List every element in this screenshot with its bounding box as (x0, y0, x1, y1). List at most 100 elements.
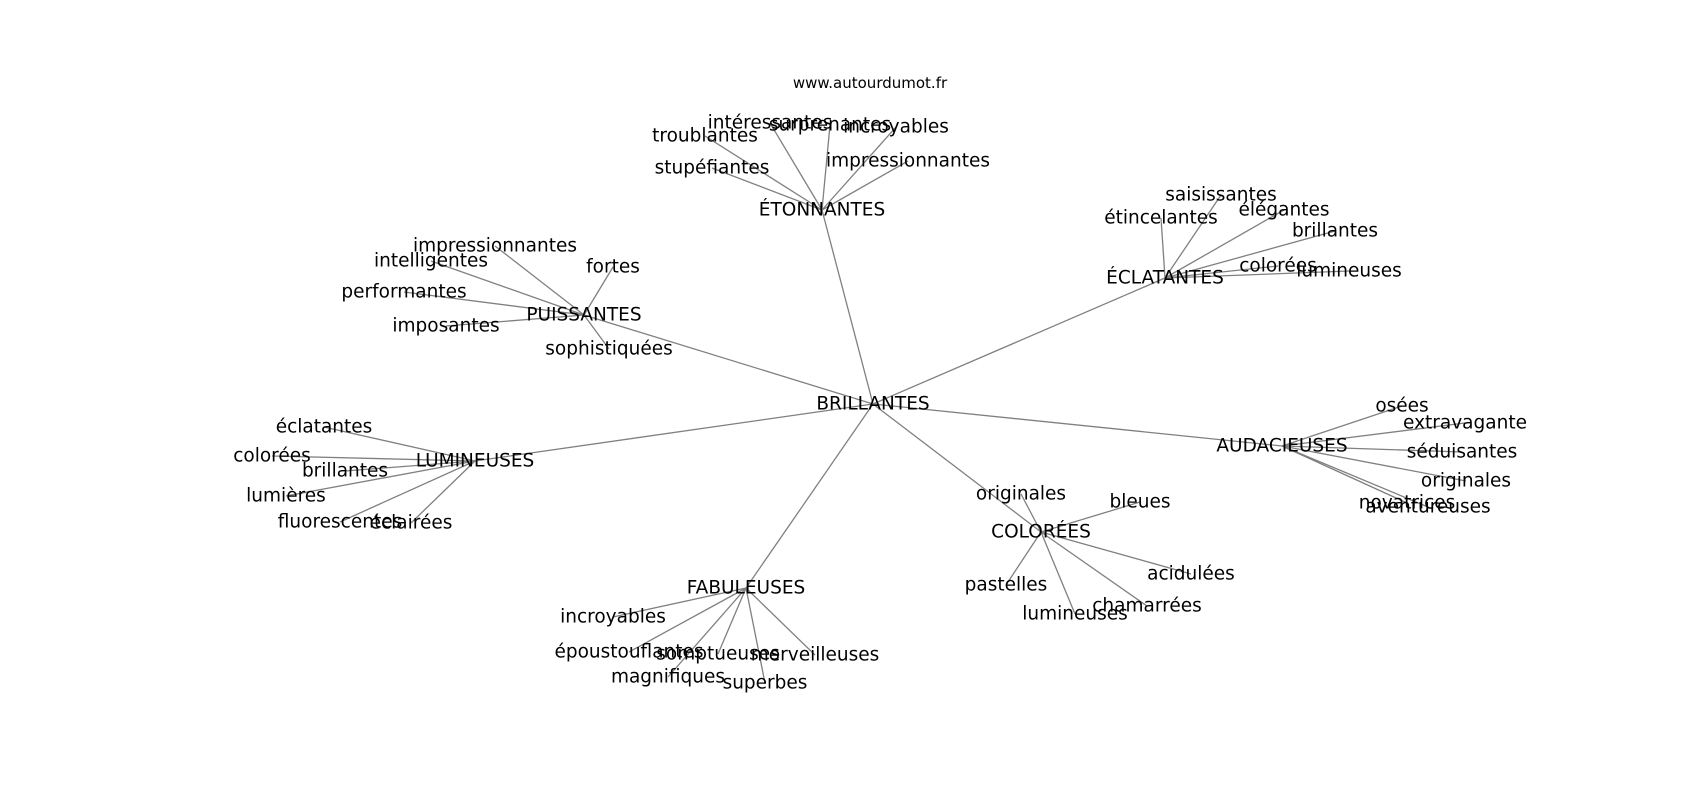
edge-puissantes-2 (583, 266, 614, 316)
edge-audacieuses-3 (1281, 445, 1467, 482)
group-word-eclatantes[interactable]: ÉCLATANTES (1106, 267, 1224, 289)
edge-fabuleuses-0 (612, 587, 747, 618)
edge-root-lumineuses (474, 403, 874, 462)
edge-audacieuses-4 (1281, 445, 1408, 504)
edge-lumineuses-1 (271, 455, 476, 462)
labels-layer: BRILLANTES ÉTONNANTES intéressantessurpren… (233, 113, 1527, 694)
leaf-word-puissantes-5[interactable]: sophistiquées (545, 339, 672, 360)
edge-fabuleuses-4 (667, 587, 747, 678)
edge-etonnantes-4 (711, 167, 823, 211)
edge-root-etonnantes (821, 209, 874, 405)
edge-lumineuses-4 (339, 460, 476, 523)
edge-puissantes-3 (403, 291, 585, 316)
edge-puissantes-0 (494, 245, 585, 316)
edge-eclatantes-2 (1164, 209, 1285, 279)
leaf-word-eclatantes-2[interactable]: élégantes (1239, 200, 1330, 221)
leaf-word-puissantes-3[interactable]: performantes (341, 282, 466, 303)
edge-audacieuses-0 (1281, 405, 1403, 447)
group-word-lumineuses[interactable]: LUMINEUSES (416, 451, 535, 472)
group-word-fabuleuses[interactable]: FABULEUSES (687, 578, 806, 599)
leaf-word-etonnantes-1[interactable]: surprenantes (769, 115, 891, 136)
edge-colorees-3 (1005, 531, 1042, 586)
leaf-word-lumineuses-0[interactable]: éclatantes (276, 417, 373, 438)
leaf-word-fabuleuses-3[interactable]: merveilleuses (751, 645, 880, 666)
edge-root-fabuleuses (745, 403, 874, 589)
edge-fabuleuses-1 (628, 587, 747, 653)
leaf-word-lumineuses-1[interactable]: colorées (233, 446, 311, 467)
edge-lumineuses-0 (323, 426, 476, 462)
edge-etonnantes-3 (704, 135, 823, 211)
edge-eclatantes-1 (1160, 217, 1166, 279)
leaf-word-lumineuses-5[interactable]: éclairées (370, 513, 453, 534)
leaf-word-colorees-3[interactable]: pastelles (965, 575, 1048, 596)
group-word-audacieuses[interactable]: AUDACIEUSES (1216, 436, 1347, 457)
leaf-word-fabuleuses-5[interactable]: superbes (723, 673, 808, 694)
leaf-word-eclatantes-5[interactable]: lumineuses (1296, 261, 1402, 282)
edge-lumineuses-3 (285, 460, 476, 497)
edge-audacieuses-2 (1281, 445, 1463, 453)
group-word-puissantes[interactable]: PUISSANTES (526, 305, 641, 326)
leaf-word-eclatantes-4[interactable]: colorées (1239, 256, 1317, 277)
leaf-word-fabuleuses-4[interactable]: magnifiques (611, 667, 725, 688)
edge-colorees-5 (1040, 531, 1076, 615)
leaf-word-eclatantes-0[interactable]: saisissantes (1165, 185, 1277, 206)
edge-etonnantes-5 (821, 160, 909, 211)
edge-puissantes-4 (445, 314, 585, 327)
edge-etonnantes-2 (821, 126, 897, 211)
edge-colorees-0 (1020, 493, 1042, 533)
edge-fabuleuses-2 (717, 587, 747, 655)
leaf-word-lumineuses-2[interactable]: brillantes (302, 461, 388, 482)
leaf-word-audacieuses-5[interactable]: aventureuses (1365, 497, 1490, 518)
group-word-etonnantes[interactable]: ÉTONNANTES (759, 199, 885, 221)
leaf-word-lumineuses-3[interactable]: lumières (246, 486, 326, 507)
leaf-word-colorees-0[interactable]: originales (976, 484, 1066, 505)
edge-colorees-2 (1040, 531, 1192, 575)
source-url: www.autourdumot.fr (793, 74, 948, 92)
leaf-word-eclatantes-1[interactable]: étincelantes (1104, 208, 1218, 229)
edge-colorees-1 (1040, 501, 1141, 533)
edge-etonnantes-0 (769, 122, 823, 211)
leaf-word-colorees-2[interactable]: acidulées (1147, 564, 1235, 585)
edge-audacieuses-1 (1281, 422, 1466, 447)
edge-fabuleuses-3 (745, 587, 816, 656)
leaf-word-etonnantes-0[interactable]: intéressantes (708, 113, 833, 134)
leaf-word-etonnantes-4[interactable]: stupéfiantes (655, 158, 770, 179)
leaf-word-fabuleuses-0[interactable]: incroyables (560, 607, 666, 628)
root-word[interactable]: BRILLANTES (816, 394, 929, 415)
leaf-word-etonnantes-3[interactable]: troublantes (652, 126, 758, 147)
edge-root-eclatantes (872, 277, 1166, 405)
edge-root-puissantes (583, 314, 874, 405)
leaf-word-audacieuses-1[interactable]: extravagante (1403, 413, 1527, 434)
edge-colorees-4 (1040, 531, 1148, 607)
edge-puissantes-1 (430, 260, 585, 316)
leaf-word-audacieuses-3[interactable]: originales (1421, 471, 1511, 492)
edge-lumineuses-5 (410, 460, 476, 524)
leaf-word-etonnantes-2[interactable]: incroyables (843, 117, 949, 138)
leaf-word-audacieuses-2[interactable]: séduisantes (1407, 442, 1518, 463)
leaf-word-colorees-4[interactable]: chamarrées (1092, 596, 1201, 617)
edge-audacieuses-5 (1281, 445, 1429, 508)
group-word-colorees[interactable]: COLORÉES (991, 521, 1091, 543)
leaf-word-etonnantes-5[interactable]: impressionnantes (826, 151, 990, 172)
leaf-word-audacieuses-4[interactable]: novatrices (1359, 493, 1456, 514)
leaf-word-puissantes-1[interactable]: intelligentes (374, 251, 488, 272)
leaf-word-audacieuses-0[interactable]: osées (1375, 396, 1428, 417)
leaf-word-puissantes-4[interactable]: imposantes (392, 316, 499, 337)
leaf-word-puissantes-0[interactable]: impressionnantes (413, 236, 577, 257)
edge-eclatantes-3 (1164, 230, 1336, 279)
leaf-word-puissantes-2[interactable]: fortes (586, 257, 640, 278)
edge-etonnantes-1 (821, 124, 831, 211)
leaf-word-colorees-1[interactable]: bleues (1109, 492, 1170, 513)
leaf-word-fabuleuses-1[interactable]: époustouflantes (554, 642, 703, 663)
edge-root-audacieuses (872, 403, 1283, 447)
leaf-word-eclatantes-3[interactable]: brillantes (1292, 221, 1378, 242)
edge-eclatantes-0 (1164, 194, 1222, 279)
leaf-word-fabuleuses-2[interactable]: somptueuses (656, 644, 779, 665)
edge-fabuleuses-5 (745, 587, 766, 684)
edge-eclatantes-5 (1164, 270, 1350, 279)
edges-layer (271, 122, 1467, 684)
leaf-word-lumineuses-4[interactable]: fluorescentes (278, 512, 402, 533)
edge-lumineuses-2 (344, 460, 476, 472)
leaf-word-colorees-5[interactable]: lumineuses (1022, 604, 1128, 625)
edge-puissantes-5 (583, 314, 610, 350)
